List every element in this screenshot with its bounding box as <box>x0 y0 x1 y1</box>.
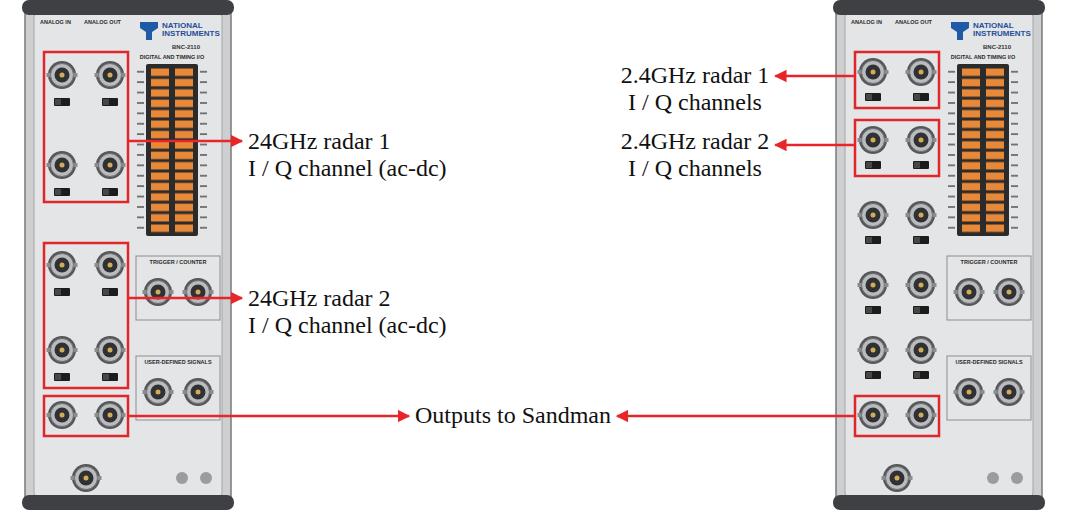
highlight-box <box>855 52 939 108</box>
highlight-box <box>44 243 128 388</box>
panel-label: ANALOG IN <box>851 20 882 26</box>
signal-label: 24GHz radar 1 I / Q channel (ac-dc) <box>248 128 447 182</box>
panel-label: ANALOG OUT <box>895 20 932 26</box>
highlight-box <box>44 396 128 436</box>
highlight-box <box>855 396 939 436</box>
panel-label: DIGITAL AND TIMING I/O <box>140 55 204 61</box>
panel-label: USER-DEFINED SIGNALS <box>144 360 211 366</box>
panel-label: TRIGGER / COUNTER <box>961 260 1018 266</box>
panel-label: DIGITAL AND TIMING I/O <box>951 55 1015 61</box>
brand-label: NATIONAL INSTRUMENTS <box>162 22 220 39</box>
panel-label: ANALOG IN <box>40 20 71 26</box>
leader-arrow <box>128 297 242 300</box>
bnc-2110-box <box>22 0 234 510</box>
leader-arrow <box>128 140 242 143</box>
bnc-connectors <box>47 58 1025 492</box>
highlight-box <box>44 52 128 202</box>
leader-arrow <box>775 75 855 78</box>
signal-label: 24GHz radar 2 I / Q channel (ac-dc) <box>248 285 447 339</box>
leader-arrow <box>775 144 855 147</box>
signal-label: Outputs to Sandman <box>415 402 611 429</box>
leader-arrow <box>128 415 409 418</box>
panel-label: ANALOG OUT <box>84 20 121 26</box>
switches <box>54 93 929 381</box>
brand-label: NATIONAL INSTRUMENTS <box>973 22 1031 39</box>
highlight-box <box>855 120 939 176</box>
model-label: BNC-2110 <box>983 44 1011 50</box>
signal-label: 2.4GHz radar 2 I / Q channels <box>621 128 770 182</box>
model-label: BNC-2110 <box>172 44 200 50</box>
highlight-boxes <box>44 52 939 436</box>
signal-label: 2.4GHz radar 1 I / Q channels <box>621 62 770 116</box>
panel-label: USER-DEFINED SIGNALS <box>955 360 1022 366</box>
leader-arrow <box>617 415 855 418</box>
bnc-2110-box <box>833 0 1045 510</box>
panel-label: TRIGGER / COUNTER <box>150 260 207 266</box>
